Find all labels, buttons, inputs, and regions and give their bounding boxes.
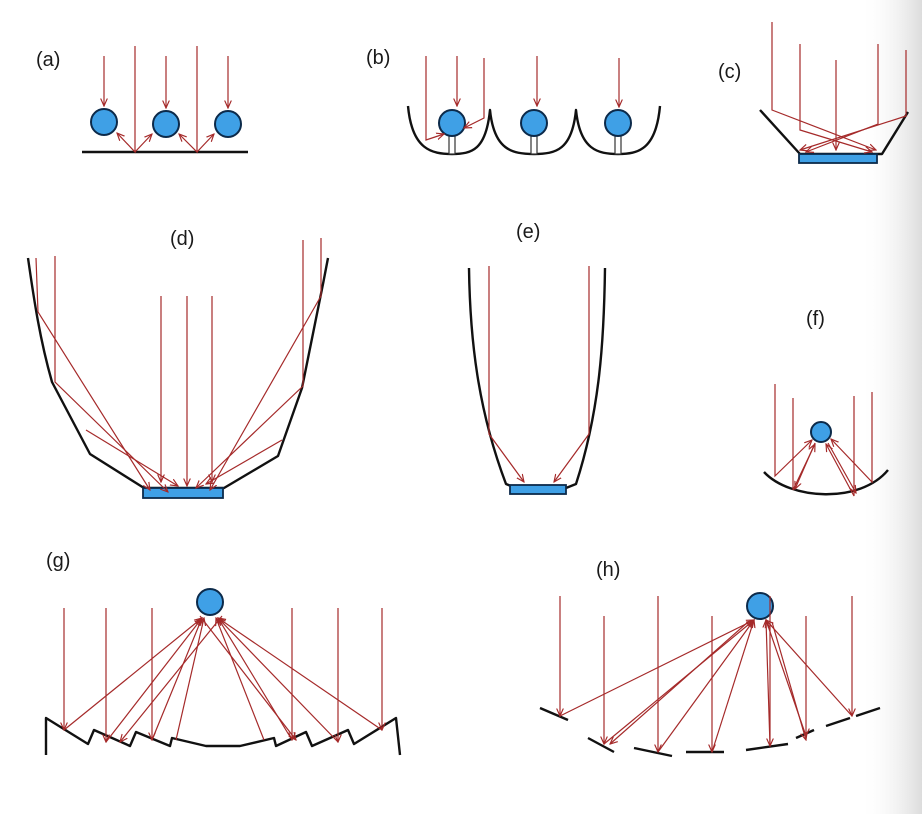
light-ray <box>120 615 223 742</box>
light-ray <box>117 46 136 154</box>
panel-f <box>763 384 889 497</box>
absorber-tube <box>90 108 118 136</box>
light-ray <box>134 134 152 153</box>
light-ray <box>795 442 816 489</box>
light-ray <box>216 618 265 741</box>
light-ray <box>199 615 296 740</box>
panel-h-label: (h) <box>596 559 620 581</box>
tube-support-stem <box>530 135 538 155</box>
light-ray <box>657 620 754 753</box>
light-ray <box>105 618 202 743</box>
panel-d-label: (d) <box>170 228 194 250</box>
light-ray <box>766 620 771 747</box>
reflector-surface <box>26 257 330 490</box>
absorber-tube <box>196 588 224 616</box>
light-ray <box>488 266 524 482</box>
reflector-surface <box>763 469 889 496</box>
light-ray <box>806 44 879 152</box>
panel-b <box>406 56 662 156</box>
light-ray <box>196 240 304 488</box>
flat-absorber <box>142 487 224 499</box>
panel-c-label: (c) <box>718 61 741 83</box>
light-ray <box>54 256 168 492</box>
panel-g-label: (g) <box>46 550 70 572</box>
light-ray <box>218 618 383 731</box>
panel-e <box>467 266 607 495</box>
light-ray <box>610 621 749 744</box>
light-ray <box>151 618 202 741</box>
panel-d <box>26 238 330 499</box>
panel-b-label: (b) <box>366 47 390 69</box>
absorber-tube <box>604 109 632 137</box>
light-ray <box>425 56 444 141</box>
light-ray <box>792 398 815 491</box>
absorber-tube <box>520 109 548 137</box>
light-ray <box>218 618 293 741</box>
light-ray <box>63 618 202 731</box>
panel-e-label: (e) <box>516 221 540 243</box>
reflector-surface <box>825 716 851 728</box>
right-edge-fade <box>860 0 922 814</box>
light-ray <box>464 58 485 128</box>
light-ray <box>196 134 214 153</box>
panel-a <box>82 46 248 154</box>
panel-a-label: (a) <box>36 49 60 71</box>
absorber-tube <box>438 109 466 137</box>
light-ray <box>603 620 754 745</box>
light-ray <box>559 620 754 717</box>
absorber-tube <box>152 110 180 138</box>
light-ray <box>210 238 322 490</box>
tube-support-stem <box>614 135 622 155</box>
absorber-tube <box>746 592 774 620</box>
tube-support-stem <box>448 135 456 155</box>
light-ray <box>826 396 855 497</box>
light-ray <box>800 50 907 150</box>
light-ray <box>771 621 806 740</box>
flat-absorber <box>509 484 567 495</box>
light-ray <box>85 429 178 486</box>
light-ray <box>711 620 754 753</box>
reflector-surface <box>587 736 615 754</box>
light-ray <box>554 266 590 482</box>
panel-g <box>44 588 402 756</box>
panel-f-label: (f) <box>806 308 825 330</box>
reflector-surface <box>44 716 402 756</box>
panel-h <box>539 592 881 758</box>
reflector-surface <box>633 746 673 758</box>
panel-c <box>759 22 910 164</box>
light-ray <box>179 46 198 154</box>
light-ray <box>218 618 339 743</box>
absorber-tube <box>214 110 242 138</box>
light-ray <box>175 618 204 741</box>
absorber-tube <box>810 421 832 443</box>
light-ray <box>206 439 283 484</box>
reflector-surface <box>539 706 569 722</box>
light-ray <box>35 257 150 490</box>
light-ray <box>766 620 853 717</box>
light-ray <box>799 44 872 152</box>
reflector-surface <box>745 742 789 752</box>
light-ray <box>831 392 873 484</box>
flat-absorber <box>798 153 878 164</box>
reflector-surface <box>855 706 881 718</box>
light-ray <box>774 384 812 478</box>
light-ray <box>827 442 856 493</box>
